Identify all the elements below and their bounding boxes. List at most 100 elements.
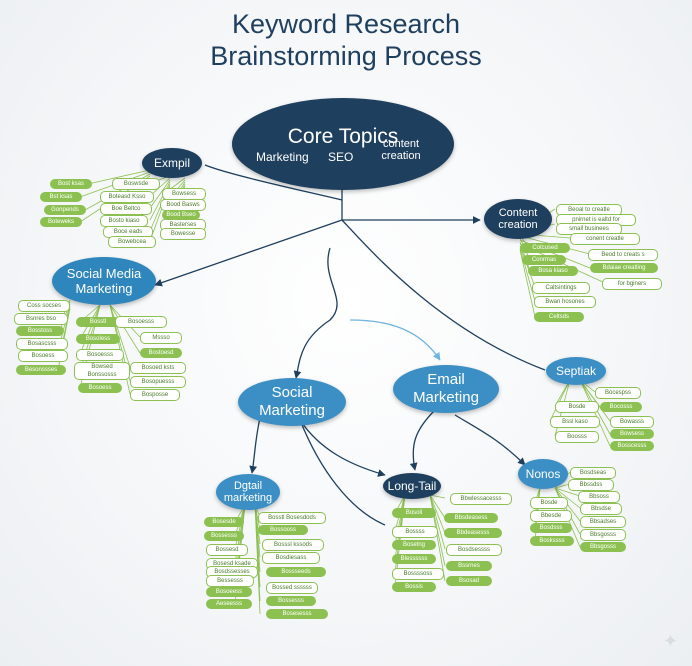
leaf-tag: Boskssss bbox=[530, 536, 574, 546]
leaf-tag: Caltsintings bbox=[532, 282, 590, 294]
leaf-tag: for bginers bbox=[602, 278, 662, 290]
leaf-tag: Bowsed Bonssosss bbox=[74, 362, 130, 380]
leaf-tag: Celtsds bbox=[534, 312, 584, 322]
leaf-tag: Bosopuesss bbox=[130, 376, 186, 388]
leaf-tag: Bossooss bbox=[258, 525, 308, 535]
leaf-tag: Bsosad bbox=[446, 576, 492, 586]
leaf-tag: Bosssl kssods bbox=[262, 539, 324, 551]
content-creation-node[interactable]: Content creation bbox=[484, 199, 552, 239]
core-topics-node[interactable]: Core Topics Marketing SEO content creati… bbox=[232, 98, 454, 190]
leaf-tag: Bosdseas bbox=[570, 467, 616, 479]
leaf-tag: Bbsadses bbox=[580, 516, 626, 528]
leaf-tag: Bowebcea bbox=[108, 236, 156, 248]
long-tail-label: Long-Tail bbox=[387, 479, 437, 493]
exmpil-node[interactable]: Exmpil bbox=[142, 148, 202, 178]
leaf-tag: Aeseesss bbox=[206, 599, 252, 609]
leaf-tag: Bosoess bbox=[78, 383, 122, 393]
leaf-tag: Bossesss bbox=[204, 531, 244, 541]
leaf-tag: Mssso bbox=[140, 332, 182, 344]
leaf-tag: Bosoli bbox=[392, 508, 436, 518]
leaf-tag: Bbssdss bbox=[568, 479, 614, 491]
leaf-tag: Bostoesd bbox=[140, 348, 182, 358]
link-social-longtail bbox=[299, 419, 386, 477]
leaf-tag: Bossss bbox=[392, 526, 438, 538]
leaf-tag: Bowesse bbox=[160, 228, 206, 240]
leaf-tag: Boteasd Ksso bbox=[100, 191, 154, 203]
digital-marketing-node[interactable]: Dgtail marketing bbox=[216, 474, 280, 510]
email-marketing-label: Email Marketing bbox=[413, 371, 479, 406]
link-core-social-media bbox=[154, 219, 343, 287]
leaf-tag: Bosa kiaso bbox=[528, 266, 578, 276]
link-core-exmpil bbox=[204, 164, 343, 201]
leaf-tag: Bosstl bbox=[76, 317, 120, 327]
leaf-tag: Bosoesss bbox=[115, 316, 167, 328]
core-topics-label: Core Topics bbox=[287, 125, 399, 148]
leaf-tag: Bossed ssssss bbox=[266, 582, 318, 594]
link-core-septiak bbox=[341, 219, 546, 371]
leaf-tag: Bosscesss bbox=[610, 441, 654, 451]
leaf-tag: Boosss bbox=[555, 431, 599, 443]
sparkle-icon: ✦ bbox=[662, 631, 678, 651]
title-line-2: Brainstorming Process bbox=[210, 41, 482, 71]
leaf-tag: Bossssoss bbox=[392, 568, 444, 580]
leaf-tag: Bbsdse bbox=[580, 503, 622, 515]
leaf-tag: Bosstl Bosesdods bbox=[258, 512, 326, 524]
leaf-tag: Bssrnes bbox=[446, 561, 492, 571]
link-social-longtail-2 bbox=[299, 419, 386, 526]
septiak-node[interactable]: Septiak bbox=[546, 357, 606, 385]
link-email-nonos bbox=[454, 414, 526, 466]
leaf-tag: Bosposse bbox=[130, 389, 180, 401]
link-email-longtail bbox=[409, 409, 436, 471]
core-item-marketing: Marketing bbox=[256, 150, 309, 164]
nonos-label: Nonos bbox=[525, 467, 561, 481]
link-core-social bbox=[293, 247, 338, 379]
leaf-tag: Bosde bbox=[530, 497, 568, 509]
social-marketing-label: Social Marketing bbox=[259, 384, 325, 419]
leaf-tag: Bosstoss bbox=[16, 326, 64, 336]
leaf-tag: Bocosss bbox=[600, 402, 642, 412]
leaf-tag: Bosdiesass bbox=[262, 552, 320, 564]
leaf-tag: Boe Beltco bbox=[100, 203, 152, 215]
leaf-tag: Bsnres bso bbox=[14, 313, 68, 325]
leaf-tag: Conrmas bbox=[522, 255, 566, 265]
leaf-tag: Bossesd bbox=[206, 544, 248, 556]
leaf-tag: Bosde bbox=[555, 401, 599, 413]
leaf-tag: Bwan hosones bbox=[534, 296, 596, 308]
leaf-tag: Blessssss bbox=[392, 554, 436, 564]
leaf-tag: Bbdeasesss bbox=[444, 528, 502, 538]
leaf-tag: Bessesss bbox=[206, 575, 254, 587]
leaf-tag: Bosoless bbox=[76, 334, 120, 344]
leaf-tag: Bossis bbox=[392, 582, 436, 592]
leaf-tag: Coss socses bbox=[18, 300, 70, 312]
leaf-tag: Bbsgosss bbox=[580, 542, 626, 552]
leaf-tag: Bossesss bbox=[266, 596, 316, 606]
leaf-tag: Bbwlessacesss bbox=[450, 493, 512, 505]
social-marketing-node[interactable]: Social Marketing bbox=[238, 378, 346, 426]
social-media-marketing-node[interactable]: Social Media Marketing bbox=[52, 257, 156, 305]
leaf-tag: Bosoed ksts bbox=[130, 362, 186, 374]
leaf-tag: Gonpends bbox=[44, 205, 86, 215]
leaf-tag: Bst ksas bbox=[40, 192, 82, 202]
leaf-tag: Bossseeds bbox=[266, 567, 326, 577]
core-item-content-creation: content creation bbox=[381, 138, 421, 162]
leaf-tag: Bosesesss bbox=[266, 609, 328, 619]
leaf-tag: Bosetng bbox=[392, 540, 436, 550]
leaf-tag: Boce eads bbox=[103, 226, 153, 238]
exmpil-label: Exmpil bbox=[153, 156, 190, 170]
leaf-tag: Bocespss bbox=[595, 387, 641, 399]
leaf-tag: Bowasss bbox=[610, 416, 654, 428]
title-line-1: Keyword Research bbox=[231, 9, 461, 39]
leaf-tag: Bbsgosss bbox=[580, 529, 626, 541]
digital-marketing-label: Dgtail marketing bbox=[223, 480, 273, 504]
email-marketing-node[interactable]: Email Marketing bbox=[393, 365, 499, 413]
leaf-tag: Bosdsss bbox=[530, 523, 572, 533]
long-tail-node[interactable]: Long-Tail bbox=[383, 473, 441, 499]
leaf-tag: Bdaiae creatling bbox=[590, 263, 658, 273]
nonos-node[interactable]: Nonos bbox=[518, 459, 568, 489]
leaf-tag: Cotcused bbox=[520, 243, 570, 253]
leaf-tag: Bbesde bbox=[530, 510, 572, 522]
link-social-digital bbox=[249, 417, 261, 474]
leaf-tag: Besonssses bbox=[16, 365, 66, 375]
leaf-tag: conent creatle bbox=[570, 233, 640, 245]
leaf-tag: Bood Bseo bbox=[162, 210, 200, 220]
